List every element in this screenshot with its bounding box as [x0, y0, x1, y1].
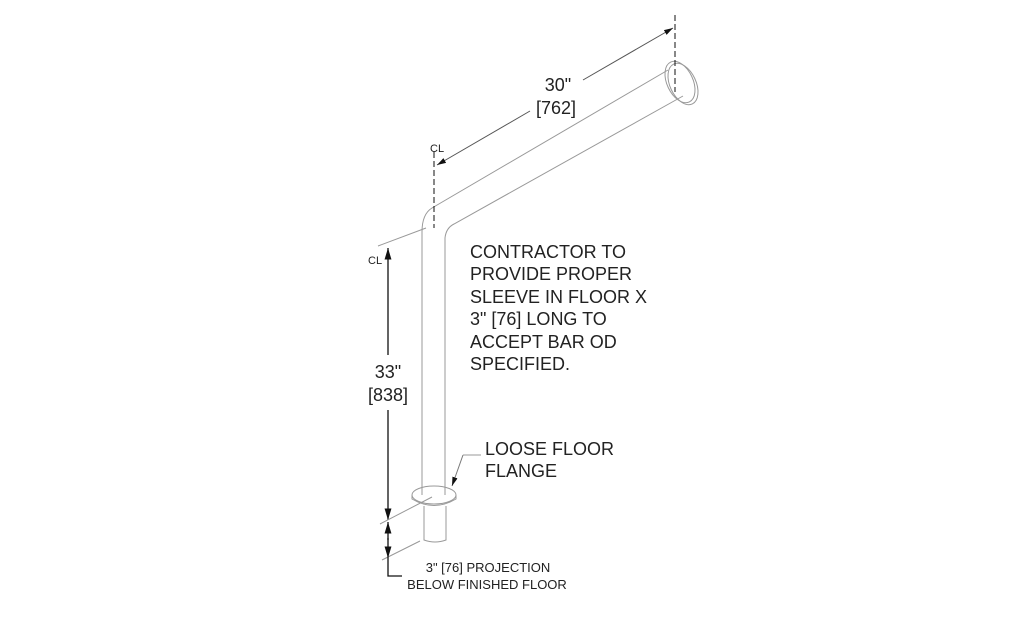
dimension-33-metric: [838]: [368, 385, 408, 405]
wall-flange: [664, 60, 696, 104]
svg-text:ACCEPT BAR OD: ACCEPT BAR OD: [470, 332, 617, 352]
contractor-note: CONTRACTOR TO PROVIDE PROPER SLEEVE IN F…: [470, 242, 647, 374]
flange-label-line-1: LOOSE FLOOR: [485, 439, 614, 459]
svg-text:SPECIFIED.: SPECIFIED.: [470, 354, 570, 374]
floor-flange: [411, 485, 457, 505]
centerline-symbol-left: CL: [368, 255, 382, 267]
projection-label-line-2: BELOW FINISHED FLOOR: [407, 577, 567, 592]
dimension-30-imperial: 30": [545, 75, 571, 95]
svg-text:3" [76] LONG TO: 3" [76] LONG TO: [470, 309, 607, 329]
dimension-33-imperial: 33": [375, 362, 401, 382]
centerline-symbol-top: CL: [430, 143, 444, 155]
dimension-30-metric: [762]: [536, 98, 576, 118]
svg-text:SLEEVE IN FLOOR X: SLEEVE IN FLOOR X: [470, 287, 647, 307]
flange-label-line-2: FLANGE: [485, 461, 557, 481]
projection-label-line-1: 3" [76] PROJECTION: [426, 560, 551, 575]
grab-bar: [411, 60, 699, 543]
svg-text:PROVIDE PROPER: PROVIDE PROPER: [470, 264, 632, 284]
svg-text:CONTRACTOR TO: CONTRACTOR TO: [470, 242, 626, 262]
